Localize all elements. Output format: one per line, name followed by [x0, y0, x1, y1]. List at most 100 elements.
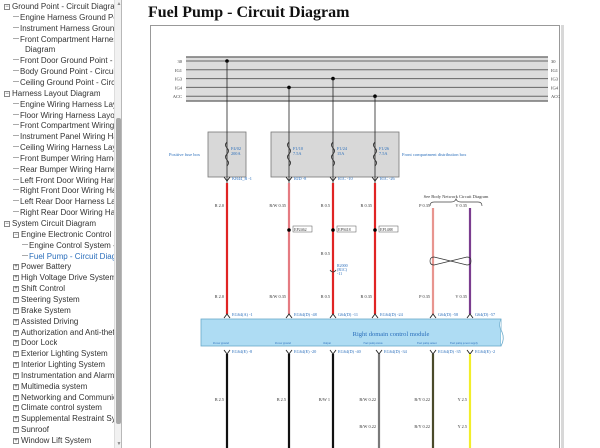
tree-item-label[interactable]: Multimedia system [21, 381, 88, 391]
tree-item[interactable]: Instrument Harness Ground P [0, 23, 122, 34]
tree-item[interactable]: +Low-voltage Power Supply an [0, 446, 121, 448]
tree-item-label[interactable]: Floor Wiring Harness Layout [20, 110, 122, 120]
tree-item[interactable]: +Instrumentation and Alarm Sy [0, 370, 122, 381]
tree-item[interactable]: Ceiling Wiring Harness Layou [0, 142, 122, 153]
tree-item-label[interactable]: Front Door Ground Point - Cir [20, 56, 122, 66]
tree-item[interactable]: −Harness Layout Diagram [0, 88, 100, 99]
tree-item[interactable]: Left Front Door Wiring Harnes [0, 175, 122, 186]
tree-item[interactable]: Engine Control System - Ci [0, 240, 122, 251]
tree-item-label[interactable]: Left Front Door Wiring Harnes [20, 175, 122, 185]
tree-item-label[interactable]: Authorization and Anti-theft [21, 327, 118, 337]
tree-item-label[interactable]: Assisted Driving [21, 316, 79, 326]
tree-item-label[interactable]: Harness Layout Diagram [12, 88, 101, 98]
tree-item[interactable]: Floor Wiring Harness Layout [0, 110, 121, 121]
expand-icon[interactable]: + [13, 351, 19, 358]
tree-item-label[interactable]: Engine Control System - Ci [29, 240, 122, 250]
tree-item-label[interactable]: Shift Control [21, 284, 66, 294]
tree-item-selected[interactable]: Fuel Pump - Circuit Diagrar [0, 251, 122, 262]
collapse-icon[interactable]: − [4, 4, 10, 10]
expand-icon[interactable]: + [13, 329, 19, 336]
tree-item-label[interactable]: Left Rear Door Harness Layo [20, 197, 122, 207]
page-scrollbar-track[interactable] [561, 25, 564, 448]
expand-icon[interactable]: + [13, 394, 19, 401]
tree-item-label[interactable]: Brake System [21, 305, 71, 315]
collapse-icon[interactable]: − [4, 90, 10, 97]
expand-icon[interactable]: + [13, 438, 19, 444]
tree-item[interactable]: Front Compartment Wiring Ha [0, 120, 122, 131]
tree-item[interactable]: +Shift Control [0, 283, 65, 294]
expand-icon[interactable]: + [13, 296, 19, 303]
tree-item[interactable]: +High Voltage Drive System [0, 272, 116, 283]
tree-item[interactable]: +Sunroof [0, 424, 49, 435]
tree-item-label[interactable]: Engine Wiring Harness Layou [20, 99, 122, 109]
expand-icon[interactable]: + [13, 286, 19, 293]
expand-icon[interactable]: + [13, 372, 19, 379]
tree-item-label[interactable]: Front Compartment Wiring Ha [20, 121, 122, 131]
tree-item[interactable]: Ceiling Ground Point - Circuit [0, 77, 121, 88]
scroll-down-arrow-icon[interactable]: ▼ [116, 441, 122, 447]
tree-item-label[interactable]: High Voltage Drive System [21, 273, 117, 283]
tree-item-label[interactable]: Instrument Panel Wiring Harn [20, 132, 122, 142]
tree-item-label[interactable]: Diagram [25, 45, 56, 55]
tree-item[interactable]: +Multimedia system [0, 381, 87, 392]
expand-icon[interactable]: + [13, 362, 19, 369]
tree-item[interactable]: +Exterior Lighting System [0, 348, 108, 359]
tree-item[interactable]: +Window Lift System [0, 435, 91, 446]
expand-icon[interactable]: + [13, 340, 19, 347]
tree-item[interactable]: Engine Wiring Harness Layou [0, 99, 122, 110]
tree-item[interactable]: Right Rear Door Wiring Harne [0, 207, 122, 218]
tree-item[interactable]: +Brake System [0, 305, 71, 316]
tree-item[interactable]: +Interior Lighting System [0, 359, 105, 370]
tree-item[interactable]: Right Front Door Wiring Harne [0, 185, 122, 196]
tree-item[interactable]: Front Compartment Harness C [0, 34, 122, 45]
tree-item-label[interactable]: Door Lock [21, 338, 58, 348]
tree-item-label[interactable]: Ground Point - Circuit Diagram [12, 2, 122, 11]
tree-item[interactable]: Engine Harness Ground Point [0, 12, 122, 23]
tree-item-label[interactable]: Fuel Pump - Circuit Diagrar [29, 251, 122, 261]
tree-item-label[interactable]: Engine Harness Ground Point [20, 12, 122, 22]
tree-item[interactable]: Front Bumper Wiring Harness [0, 153, 122, 164]
tree-item-label[interactable]: Engine Electronic Control Sys [21, 229, 122, 239]
tree-item[interactable]: +Assisted Driving [0, 316, 78, 327]
tree-item-label[interactable]: Ceiling Wiring Harness Layou [20, 143, 122, 153]
collapse-icon[interactable]: − [4, 221, 10, 227]
tree-item-label[interactable]: Right Front Door Wiring Harne [20, 186, 122, 196]
scroll-up-arrow-icon[interactable]: ▲ [116, 1, 122, 7]
collapse-icon[interactable]: − [13, 231, 19, 238]
tree-item[interactable]: Rear Bumper Wiring Harness [0, 164, 122, 175]
tree-item-label[interactable]: Networking and Communicati [21, 392, 122, 402]
tree-item-label[interactable]: Front Bumper Wiring Harness [20, 153, 122, 163]
tree-item-label[interactable]: Interior Lighting System [21, 360, 106, 370]
tree-item[interactable]: −System Circuit Diagram [0, 218, 96, 229]
tree-item[interactable]: +Supplemental Restraint Syste [0, 413, 121, 424]
scrollbar-thumb[interactable] [116, 118, 121, 424]
tree-item[interactable]: +Steering System [0, 294, 80, 305]
tree-item-label[interactable]: Climate control system [21, 403, 102, 413]
expand-icon[interactable]: + [13, 405, 19, 412]
tree-item[interactable]: +Climate control system [0, 402, 102, 413]
tree-item[interactable]: +Power Battery [0, 261, 71, 272]
tree-item-label[interactable]: Instrumentation and Alarm Sy [21, 370, 122, 380]
tree-item-label[interactable]: Right Rear Door Wiring Harne [20, 208, 122, 218]
tree-item[interactable]: Diagram [0, 44, 55, 55]
tree-item[interactable]: +Authorization and Anti-theft [0, 327, 117, 338]
tree-item-label[interactable]: Power Battery [21, 262, 72, 272]
tree-item-label[interactable]: Instrument Harness Ground P [20, 23, 122, 33]
tree-item[interactable]: +Networking and Communicati [0, 392, 122, 403]
tree-item-label[interactable]: Exterior Lighting System [21, 349, 108, 359]
expand-icon[interactable]: + [13, 264, 19, 271]
tree-item[interactable]: −Ground Point - Circuit Diagram [0, 1, 121, 12]
tree-item[interactable]: −Engine Electronic Control Sys [0, 229, 122, 240]
tree-item-label[interactable]: Front Compartment Harness C [20, 34, 122, 44]
tree-item[interactable]: Instrument Panel Wiring Harn [0, 131, 122, 142]
tree-item-label[interactable]: Window Lift System [21, 436, 92, 445]
tree-item-label[interactable]: Sunroof [21, 425, 50, 435]
tree-item[interactable]: Front Door Ground Point - Cir [0, 55, 122, 66]
expand-icon[interactable]: + [13, 318, 19, 325]
tree-item-label[interactable]: Rear Bumper Wiring Harness [20, 164, 122, 174]
tree-item-label[interactable]: Body Ground Point - Circuit D [20, 67, 122, 77]
tree-item-label[interactable]: Low-voltage Power Supply an [21, 447, 121, 448]
tree-item[interactable]: +Door Lock [0, 337, 57, 348]
expand-icon[interactable]: + [13, 427, 19, 434]
tree-item-label[interactable]: System Circuit Diagram [12, 219, 97, 228]
